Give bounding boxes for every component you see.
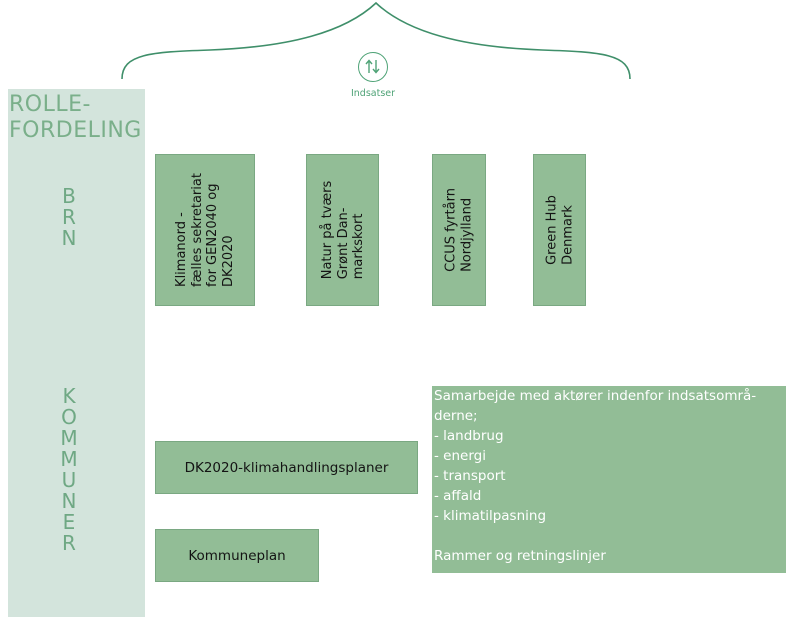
brn-box-natur: Natur på tværs Grønt Dan- markskort <box>306 154 379 306</box>
up-down-arrows-icon <box>358 52 388 82</box>
brn-box-text: Natur på tværs Grønt Dan- markskort <box>319 180 366 280</box>
brn-box-ccus: CCUS fyrtårn Nordjylland <box>432 154 486 306</box>
kommuneplan-box: Kommuneplan <box>155 529 319 582</box>
sidebar-panel <box>8 89 145 617</box>
klimahandlingsplaner-text: DK2020-klimahandlingsplaner <box>184 459 389 476</box>
cooperation-line: - energi <box>434 448 486 464</box>
cooperation-line: Samarbejde med aktører indenfor indsatso… <box>434 388 757 404</box>
kommuneplan-text: Kommuneplan <box>188 547 286 564</box>
cooperation-spacer <box>434 526 784 546</box>
brn-box-text: Green Hub Denmark <box>544 195 575 265</box>
brace-connector <box>121 1 631 80</box>
cooperation-line: - transport <box>434 468 506 484</box>
cooperation-line: - klimatilpasning <box>434 508 547 524</box>
cooperation-box: Samarbejde med aktører indenfor indsatso… <box>432 386 786 573</box>
cooperation-line: derne; <box>434 408 478 424</box>
cooperation-line: - landbrug <box>434 428 504 444</box>
title-line-2: FORDELING <box>9 118 142 143</box>
cooperation-line: - affald <box>434 488 482 504</box>
brn-box-green-hub: Green Hub Denmark <box>533 154 586 306</box>
indsatser-label: Indsatser <box>350 88 396 99</box>
klimahandlingsplaner-box: DK2020-klimahandlingsplaner <box>155 441 418 494</box>
group-label-brn: B R N <box>61 184 77 250</box>
cooperation-line: Rammer og retningslinjer <box>434 548 606 564</box>
group-label-kommuner: K O M M U N E R <box>60 384 78 555</box>
brn-box-text: Klimanord - fælles sekretariat for GEN20… <box>174 173 236 287</box>
brn-box-klimanord: Klimanord - fælles sekretariat for GEN20… <box>155 154 255 306</box>
brn-box-text: CCUS fyrtårn Nordjylland <box>443 188 475 272</box>
title-line-1: ROLLE- <box>9 92 91 117</box>
